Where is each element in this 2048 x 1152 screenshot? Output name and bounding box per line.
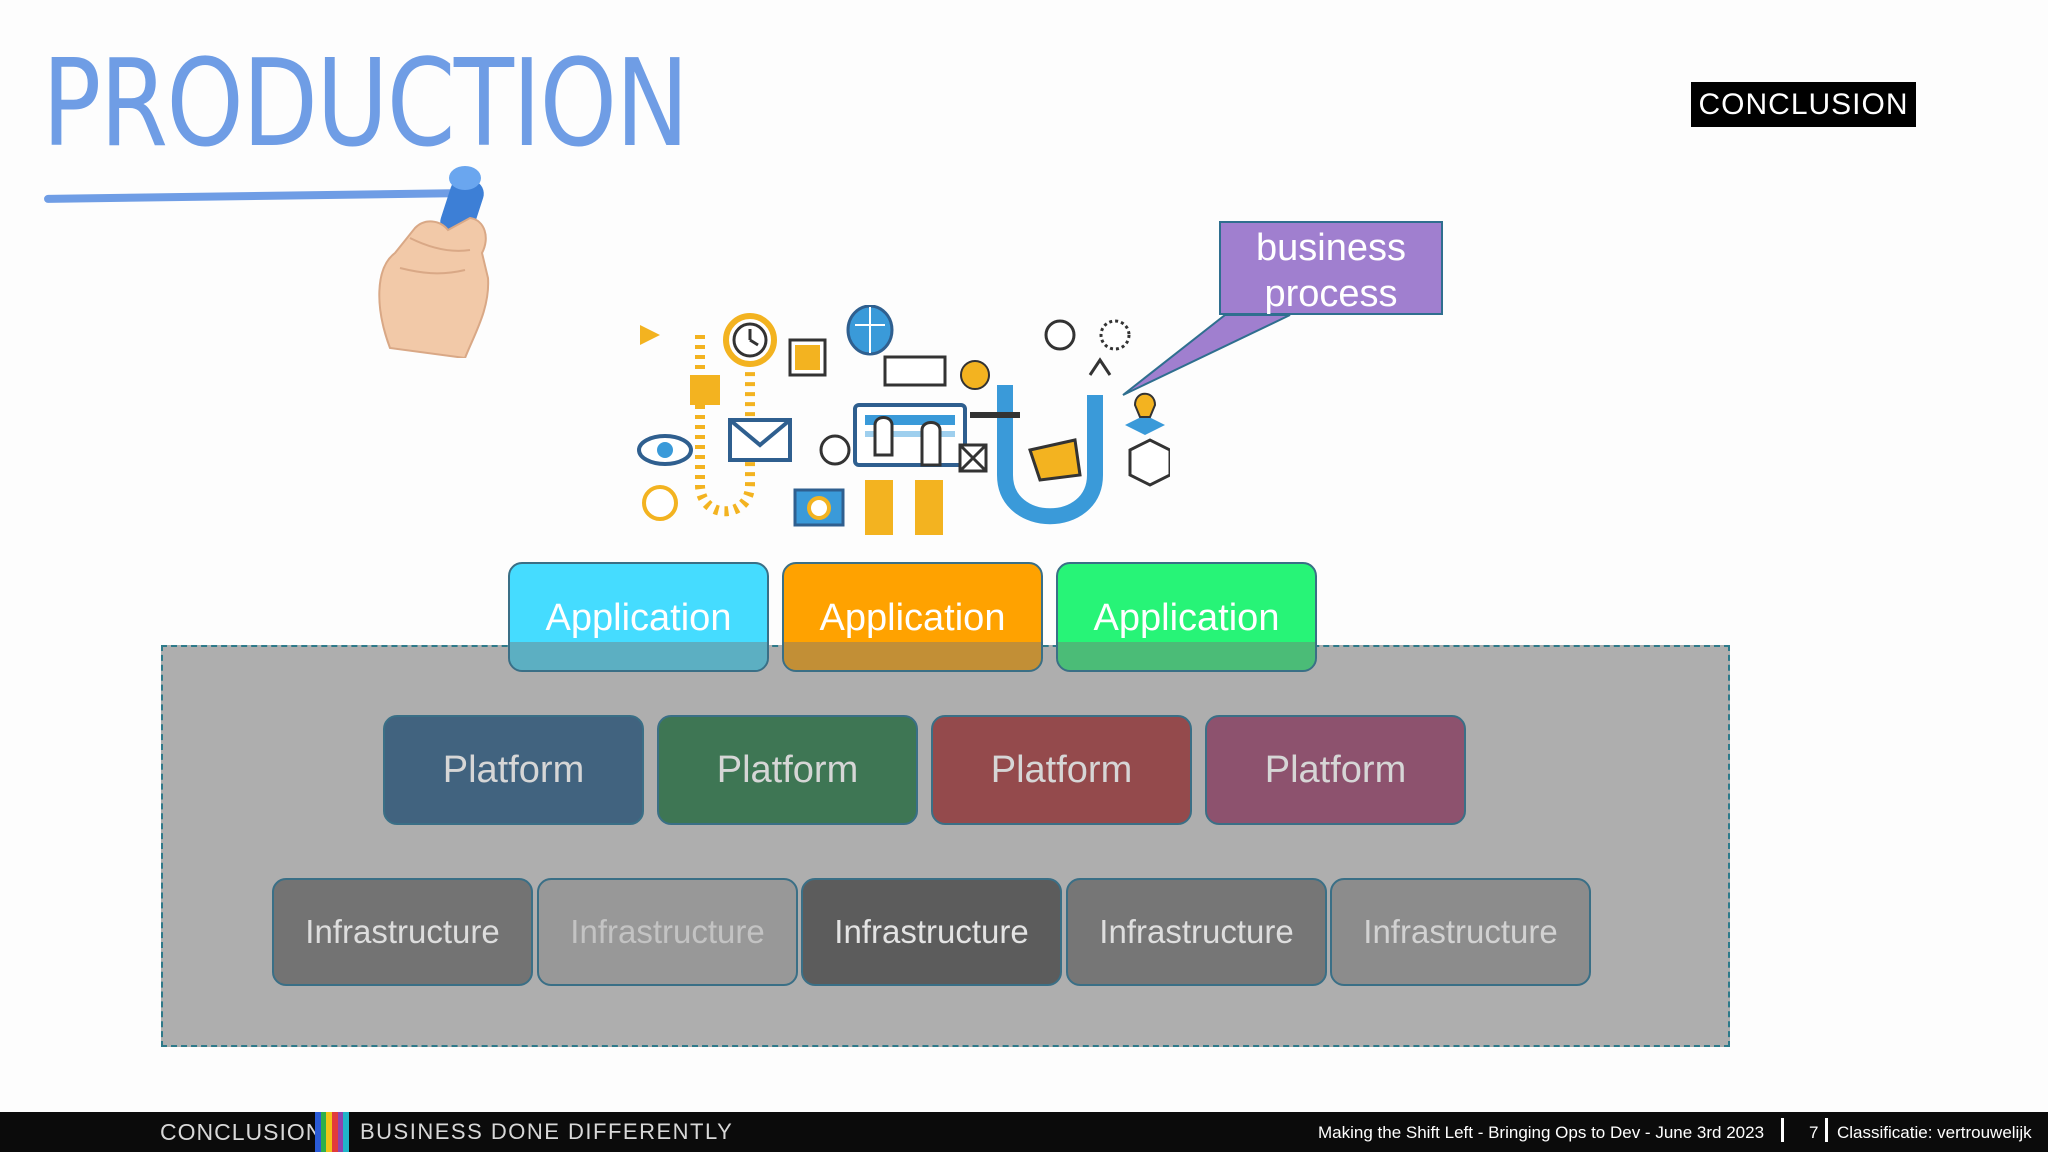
footer-rainbow-stripes <box>315 1112 350 1152</box>
conclusion-logo-box: CONCLUSION <box>1691 82 1916 127</box>
application-block-3: Application <box>1056 562 1317 672</box>
infrastructure-block-4: Infrastructure <box>1066 878 1327 986</box>
callout-text-line-2: process <box>1264 273 1398 315</box>
infrastructure-block-5: Infrastructure <box>1330 878 1591 986</box>
footer-talk-title: Making the Shift Left - Bringing Ops to … <box>1318 1123 1765 1142</box>
application-block-2: Application <box>782 562 1043 672</box>
infrastructure-block-1: Infrastructure <box>272 878 533 986</box>
platform-label: Platform <box>990 749 1133 791</box>
infrastructure-label: Infrastructure <box>834 913 1029 950</box>
callout-text-line-1: business <box>1256 227 1406 269</box>
footer-brand: CONCLUSION <box>160 1119 324 1145</box>
platform-label: Platform <box>442 749 585 791</box>
footer-separator <box>1781 1118 1784 1142</box>
platform-block-4: Platform <box>1205 715 1466 825</box>
footer-separator <box>1825 1118 1828 1142</box>
application-block-1: Application <box>508 562 769 672</box>
hand-with-marker-icon <box>378 166 490 358</box>
footer-classification: Classificatie: vertrouwelijk <box>1837 1123 2032 1142</box>
platform-block-3: Platform <box>931 715 1192 825</box>
production-title: PRODUCTION <box>42 35 689 174</box>
infrastructure-label: Infrastructure <box>1099 913 1294 950</box>
platform-label: Platform <box>1264 749 1407 791</box>
infrastructure-label: Infrastructure <box>1363 913 1558 950</box>
business-process-illustration <box>637 305 1170 535</box>
shared-base-panel <box>161 645 1730 1047</box>
platform-block-2: Platform <box>657 715 918 825</box>
application-label: Application <box>545 597 732 639</box>
infrastructure-block-3: Infrastructure <box>801 878 1062 986</box>
infrastructure-block-2: Infrastructure <box>537 878 798 986</box>
application-label: Application <box>819 597 1006 639</box>
footer-tagline: BUSINESS DONE DIFFERENTLY <box>360 1119 734 1144</box>
footer-page-number: 7 <box>1809 1123 1819 1142</box>
infrastructure-label: Infrastructure <box>305 913 500 950</box>
callout-pointer-icon <box>1122 314 1291 396</box>
platform-block-1: Platform <box>383 715 644 825</box>
infrastructure-label: Infrastructure <box>570 913 765 950</box>
platform-label: Platform <box>716 749 859 791</box>
business-process-callout: business process <box>1219 221 1443 315</box>
application-label: Application <box>1093 597 1280 639</box>
